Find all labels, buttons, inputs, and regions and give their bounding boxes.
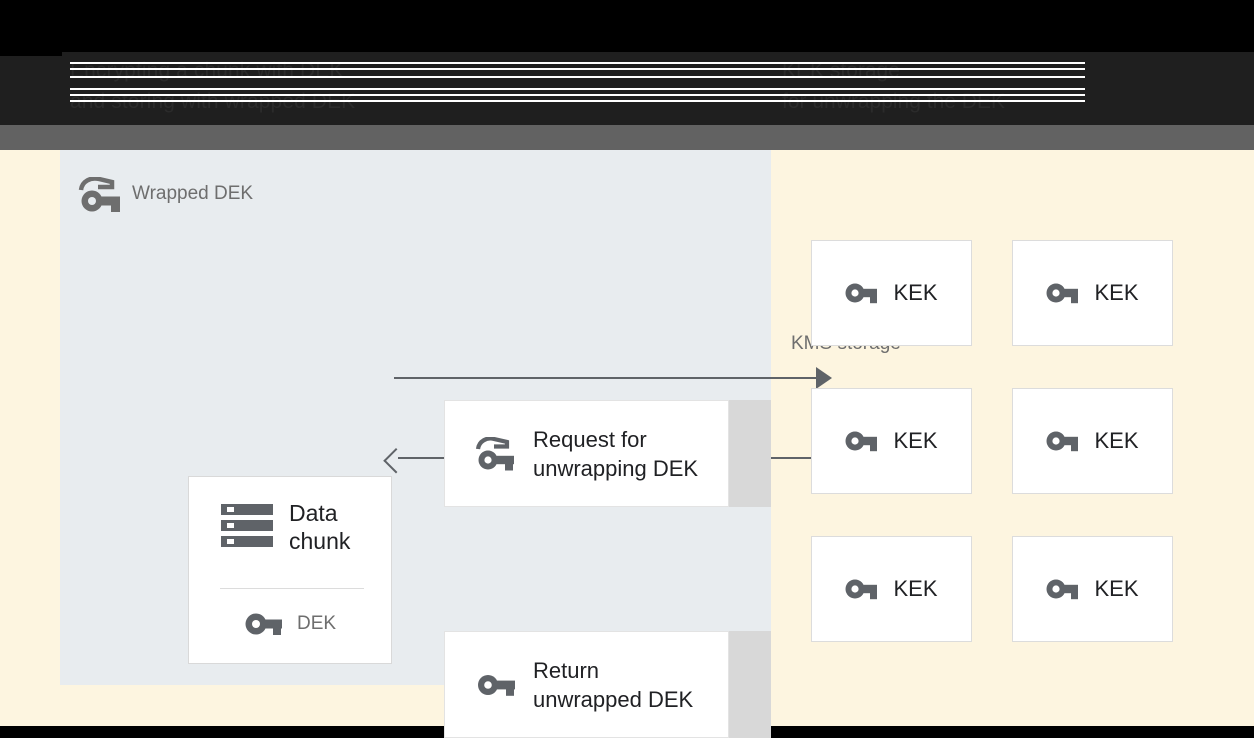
key-icon [845, 428, 879, 454]
caption-mask-right [1085, 52, 1254, 125]
response-arrow-head [383, 448, 409, 474]
gray-band-notch [0, 119, 62, 125]
data-chunk-divider [220, 588, 364, 589]
request-unwrap-label: Request for unwrapping DEK [533, 426, 699, 481]
kek-label: KEK [1094, 280, 1139, 305]
key-icon [845, 280, 879, 306]
kek-label: KEK [1094, 576, 1139, 601]
kek-box[interactable]: KEK [1012, 240, 1173, 346]
scanline-artifact [0, 76, 1254, 78]
key-icon [1046, 576, 1080, 602]
kek-label: KEK [1094, 428, 1139, 453]
scanline-artifact [0, 88, 1254, 90]
caption-notch [0, 52, 62, 56]
return-unwrapped-card[interactable]: Return unwrapped DEK [444, 631, 729, 738]
server-stack-icon [221, 502, 275, 550]
kek-box[interactable]: KEK [1012, 388, 1173, 494]
key-icon [845, 576, 879, 602]
scanline-artifact [0, 62, 1254, 64]
data-chunk-card[interactable]: Data chunk DEK [188, 476, 392, 664]
data-chunk-header: Data chunk [189, 499, 391, 555]
diagram-canvas: Wrapped DEK Data chunk [0, 150, 1254, 738]
data-chunk-label: Data chunk [289, 500, 351, 554]
kek-label: KEK [893, 576, 938, 601]
kek-box[interactable]: KEK [811, 240, 972, 346]
key-icon [1046, 428, 1080, 454]
wrapped-key-icon [78, 176, 122, 213]
caption-mask-left [0, 52, 70, 125]
request-arrow-line [394, 377, 828, 379]
kek-box[interactable]: KEK [811, 388, 972, 494]
wrapped-key-icon [475, 435, 517, 471]
top-black-band [0, 0, 1254, 52]
key-icon [1046, 280, 1080, 306]
scanline-artifact [0, 68, 1254, 70]
kek-box[interactable]: KEK [811, 536, 972, 642]
wrapped-dek-panel-title: Wrapped DEK [132, 183, 254, 204]
request-arrow-head [816, 367, 832, 389]
key-icon [475, 668, 517, 702]
return-unwrapped-label: Return unwrapped DEK [533, 657, 694, 712]
kek-label: KEK [893, 280, 938, 305]
dek-label: DEK [297, 613, 337, 634]
header-gray-bar [0, 125, 1254, 150]
request-unwrap-card[interactable]: Request for unwrapping DEK [444, 400, 729, 507]
key-icon [245, 610, 283, 638]
kek-label: KEK [893, 428, 938, 453]
data-chunk-key-row: DEK [189, 610, 391, 638]
request-card-shadow [729, 400, 771, 507]
kek-box[interactable]: KEK [1012, 536, 1173, 642]
scanline-artifact [0, 100, 1254, 102]
header-caption-right: KEK storage for unwrapping the DEK [782, 59, 1005, 113]
kek-grid: KEK KEK KEK [811, 240, 1173, 642]
return-card-shadow [729, 631, 771, 738]
scanline-artifact [0, 94, 1254, 96]
